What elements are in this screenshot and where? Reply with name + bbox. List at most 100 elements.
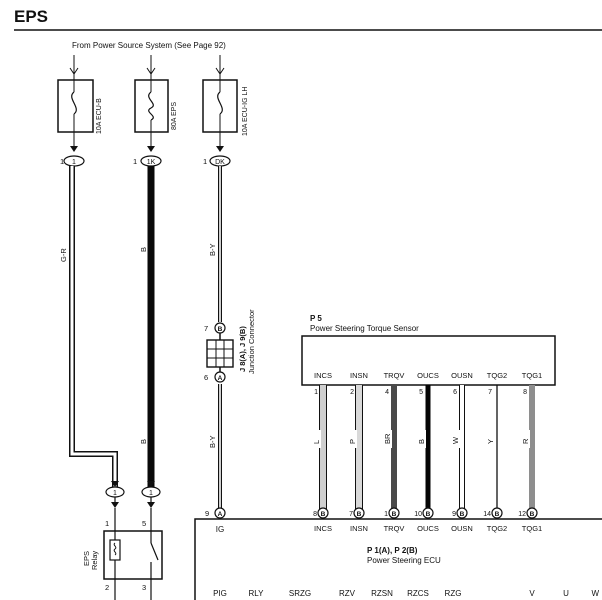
terminal-circle xyxy=(214,371,226,383)
ecu-bottom-label: RZSN xyxy=(371,589,393,598)
sensor-pin-label: OUSN xyxy=(451,371,473,380)
arrow-down-icon xyxy=(146,67,156,75)
wire-g-r xyxy=(69,166,118,488)
wire-label-bg xyxy=(450,430,460,448)
ecu-pin-number: 1 xyxy=(384,511,388,518)
ecu-terminal-label: B xyxy=(530,511,535,518)
fuse-label: 80A EPS xyxy=(171,102,178,130)
sensor-code: P 5 xyxy=(310,314,322,323)
sensor-pin-label: TQG2 xyxy=(487,371,507,380)
ecu-ig-label: IG xyxy=(216,525,224,534)
fuse-label: 10A ECU-IG LH xyxy=(242,87,249,136)
junction-desc: Junction Connector xyxy=(247,309,256,374)
terminal-circle xyxy=(353,507,365,519)
ecu-terminal-label: B xyxy=(321,511,326,518)
ecu-bottom-label: RZG xyxy=(445,589,462,598)
fuse-pin: 1 xyxy=(203,157,207,166)
wire-label: B-Y xyxy=(208,435,217,448)
ecu-pin-label: INCS xyxy=(314,524,332,533)
wire-label-bg xyxy=(347,430,357,448)
ecu-bottom-label: SRZG xyxy=(289,589,311,598)
ecu-ig-term: A xyxy=(218,511,223,518)
wire-label: P xyxy=(348,439,357,444)
ecu-bottom-label: RZCS xyxy=(407,589,429,598)
junction-pin-bottom: 6 xyxy=(204,373,208,382)
terminal-label: 1 xyxy=(72,159,76,166)
ecu-pin-number: 7 xyxy=(349,511,353,518)
terminal-label: 1K xyxy=(147,159,156,166)
junction-term-bottom: A xyxy=(218,375,223,382)
wire-label-bg xyxy=(485,430,495,448)
fusible-link-icon xyxy=(148,91,154,121)
ecu-bottom-label: PIG xyxy=(213,589,227,598)
ecu-pin-number: 8 xyxy=(313,511,317,518)
relay-pin: 1 xyxy=(105,519,109,528)
junction-code: J 8(A), J 9(B) xyxy=(238,326,247,372)
relay-input-terminals: 1 1 xyxy=(105,481,161,508)
wire-label: BR xyxy=(383,433,392,444)
connector-arrow-icon xyxy=(216,146,224,152)
relay-label: EPS xyxy=(82,551,91,566)
ecu-bottom-label: RLY xyxy=(249,589,265,598)
ecu-box xyxy=(194,518,602,600)
terminal-circle xyxy=(456,507,468,519)
ecu-pin-number: 9 xyxy=(452,511,456,518)
sensor-pin-number: 8 xyxy=(523,389,527,396)
sensor-pin-number: 6 xyxy=(453,389,457,396)
wire-label: Y xyxy=(486,439,495,444)
connector-arrow-icon xyxy=(111,481,119,487)
ecu-bottom-label: RZV xyxy=(339,589,356,598)
relay-switch-icon xyxy=(150,542,159,561)
ecu-pin-label: OUSN xyxy=(451,524,473,533)
source-note: From Power Source System (See Page 92) xyxy=(72,41,226,50)
fuse-ecu-b: 10A ECU-B 1 1 xyxy=(57,55,103,167)
connector-arrow-icon xyxy=(147,146,155,152)
relay-pin: 3 xyxy=(142,583,146,592)
terminal-label: 1 xyxy=(149,490,153,497)
wire-label-bg xyxy=(416,430,426,448)
terminal-circle xyxy=(388,507,400,519)
ecu-terminal-label: B xyxy=(495,511,500,518)
fuse-pin: 1 xyxy=(60,157,64,166)
fuse-label: 10A ECU-B xyxy=(96,98,103,134)
sensor-pin-number: 7 xyxy=(488,389,492,396)
wire-label: W xyxy=(451,436,460,444)
wire-label: B xyxy=(417,439,426,444)
wire-label-bg xyxy=(382,430,392,448)
sensor-name: Power Steering Torque Sensor xyxy=(310,324,419,333)
terminal-circle xyxy=(422,507,434,519)
ecu-ig-pin: 9 xyxy=(205,509,209,518)
ecu-pin-number: 10 xyxy=(414,511,422,518)
terminal-circle xyxy=(491,507,503,519)
ecu-pin-label: TQG1 xyxy=(522,524,542,533)
ecu-terminal-label: B xyxy=(426,511,431,518)
ecu-bottom-label: W xyxy=(591,589,599,598)
terminal-label: 1 xyxy=(113,490,117,497)
sensor-pin-label: INSN xyxy=(350,371,368,380)
junction-connector: 7 B 6 A J 8(A), J 9(B) Junction Connecto… xyxy=(204,309,256,383)
ecu-pin-label: INSN xyxy=(350,524,368,533)
page-title: EPS xyxy=(14,7,48,26)
sensor-pin-number: 5 xyxy=(419,389,423,396)
sensor-pin-label: OUCS xyxy=(417,371,439,380)
ecu-terminal-label: B xyxy=(392,511,397,518)
ecu-pin-label: TQG2 xyxy=(487,524,507,533)
ecu-pin-label: OUCS xyxy=(417,524,439,533)
wire-label-bg xyxy=(520,430,530,448)
arrow-down-icon xyxy=(69,67,79,75)
relay-label: Relay xyxy=(90,551,99,570)
terminal-label: DK xyxy=(215,159,225,166)
junction-block xyxy=(206,339,234,368)
ecu-pin-number: 12 xyxy=(518,511,526,518)
sensor-pin-label: INCS xyxy=(314,371,332,380)
terminal-circle xyxy=(317,507,329,519)
fuse-pin: 1 xyxy=(133,157,137,166)
wire-label: B xyxy=(139,247,148,252)
wire-label: G-R xyxy=(59,248,68,262)
junction-pin-top: 7 xyxy=(204,324,208,333)
ecu-name: Power Steering ECU xyxy=(367,556,441,565)
wire-label-bg xyxy=(311,430,321,448)
eps-relay: 1 5 2 3 EPS Relay xyxy=(82,508,163,600)
